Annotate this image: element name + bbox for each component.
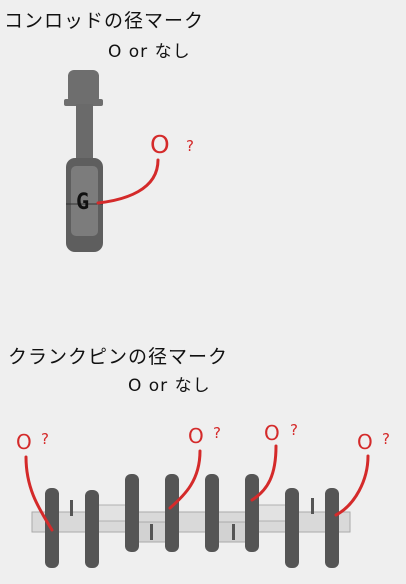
crankshaft bbox=[31, 474, 351, 568]
crankpin-pointer-line-1 bbox=[24, 455, 54, 532]
crankpin-mark-1-question: ? bbox=[41, 430, 49, 448]
crankpin-pointer-line-2 bbox=[168, 449, 202, 510]
connecting-rod bbox=[64, 70, 103, 252]
crankpin-mark-4-question: ? bbox=[382, 430, 390, 448]
crankpin-mark-1-symbol: O bbox=[16, 430, 32, 454]
conrod-subtitle: O or なし bbox=[108, 42, 191, 62]
conrod-mark-symbol: O bbox=[150, 130, 170, 159]
crankpin-pointer-line-3 bbox=[250, 444, 278, 502]
conrod-title: コンロッドの径マーク bbox=[4, 10, 205, 32]
crankpin-mark-3-question: ? bbox=[290, 421, 298, 439]
crankpin-mark-2-question: ? bbox=[213, 424, 221, 442]
crankpin-pointer-line-4 bbox=[334, 454, 370, 517]
crankpin-mark-2-symbol: O bbox=[188, 424, 204, 448]
crankpin-title: クランクピンの径マーク bbox=[8, 346, 229, 368]
conrod-mark-question: ? bbox=[186, 137, 194, 155]
conrod-stamp-letter: G bbox=[76, 190, 90, 215]
crankpin-mark-3-symbol: O bbox=[264, 421, 280, 445]
crankpin-mark-4-symbol: O bbox=[357, 430, 373, 454]
crankpin-subtitle: O or なし bbox=[128, 376, 211, 396]
conrod-pointer-line bbox=[96, 158, 160, 205]
